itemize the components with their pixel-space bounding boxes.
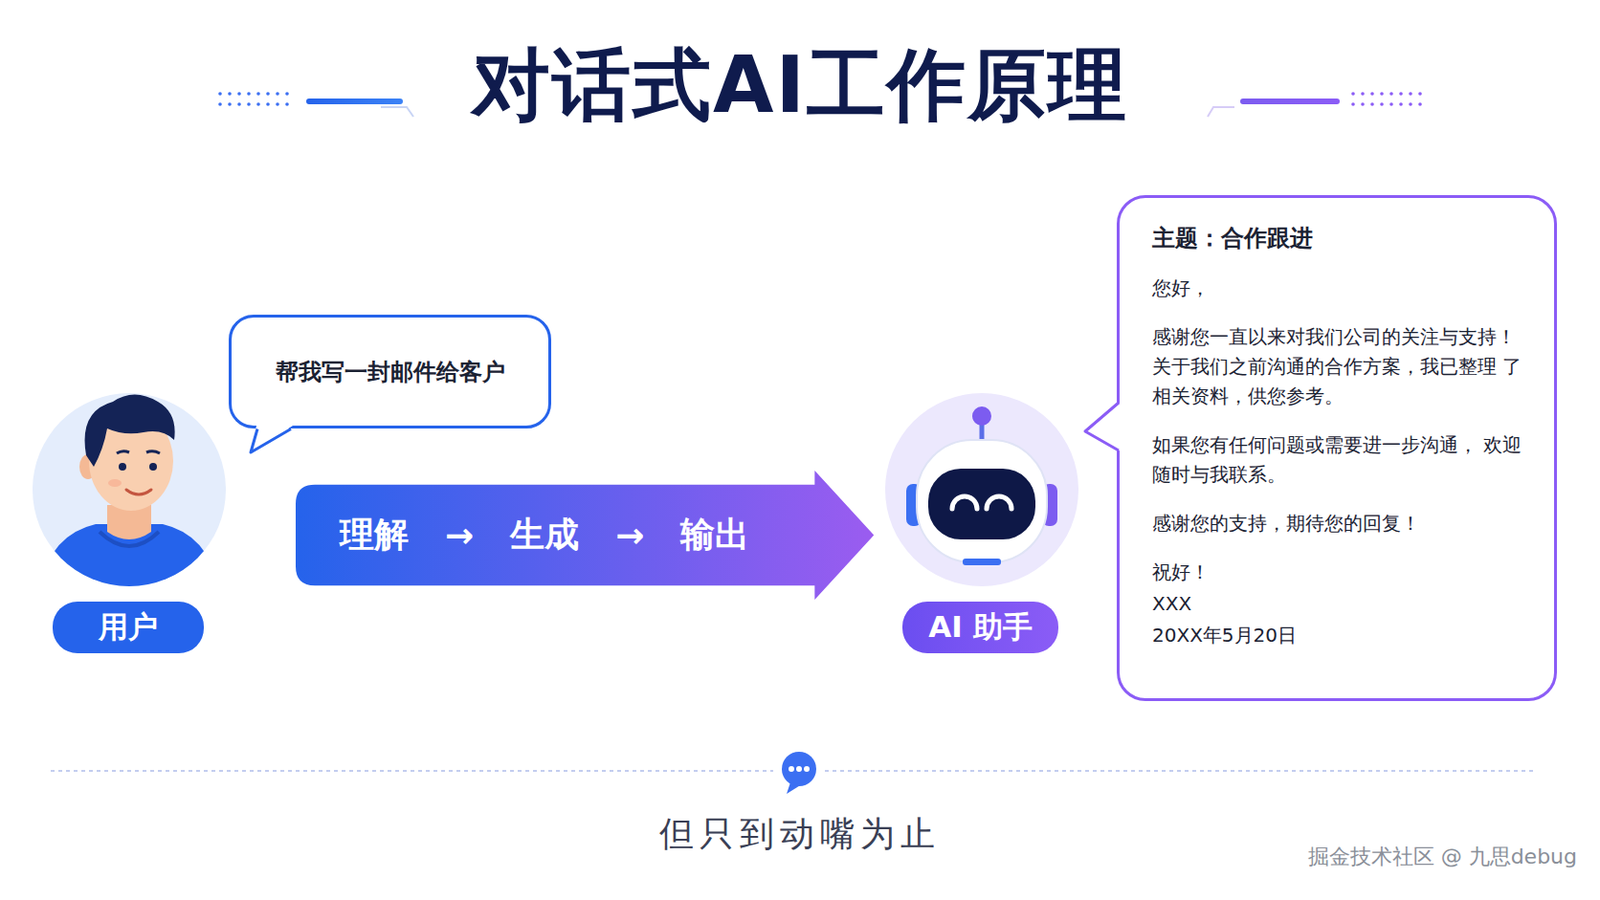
drawing-part (1351, 102, 1356, 107)
node-text: 理解 (339, 511, 409, 559)
node-text: 如果您有任何问题或需要进一步沟通， 欢迎随时与我联系。 (1152, 430, 1526, 490)
drawing-part (1399, 102, 1403, 107)
drawing-part (237, 102, 242, 107)
drawing-part (1370, 91, 1375, 96)
drawing-part (1360, 91, 1365, 96)
drawing-part (1360, 102, 1365, 107)
title-rule-tail (1207, 107, 1235, 117)
drawing-part (928, 468, 1036, 540)
step-arrow: → (615, 515, 645, 556)
process-arrow: 理解 → 生成 → 输出 (295, 470, 874, 600)
drawing-part (256, 91, 261, 96)
drawing-part (803, 766, 810, 773)
drawing-part (788, 766, 795, 773)
title-rule (1240, 98, 1340, 105)
drawing-part (1085, 400, 1123, 453)
drawing-part (781, 752, 817, 787)
drawing-part (275, 102, 280, 107)
drawing-part (916, 440, 1047, 563)
drawing-part (1389, 91, 1394, 96)
drawing-part (218, 91, 223, 96)
drawing-part (85, 395, 176, 468)
drawing-part (1085, 402, 1119, 451)
node-text: XXX (1152, 589, 1526, 620)
drawing-part (266, 102, 270, 107)
drawing-part (237, 91, 242, 96)
drawing-part (1370, 102, 1375, 107)
drawing-part (952, 496, 978, 510)
role-pill: 用户 (52, 601, 204, 654)
drawing-part (796, 766, 802, 773)
drawing-part (1418, 91, 1423, 96)
divider (824, 770, 1535, 773)
node-text: 帮我写一封邮件给客户 (275, 356, 506, 388)
bubble-tail (1083, 400, 1126, 459)
title: 对话式AI工作原理 (0, 42, 1600, 129)
drawing-part (250, 429, 291, 454)
drawing-part (1408, 102, 1413, 107)
drawing-part (1408, 91, 1413, 96)
drawing-part (146, 451, 160, 454)
drawing-part (1379, 102, 1384, 107)
drawing-part (972, 406, 992, 426)
drawing-part (1399, 91, 1403, 96)
bubble-tail (246, 425, 305, 457)
drawing-part (962, 558, 1001, 566)
node-text: 感谢您一直以来对我们公司的关注与支持！ 关于我们之前沟通的合作方案，我已整理 了… (1152, 322, 1526, 412)
drawing-part (1351, 91, 1356, 96)
user-figure (38, 395, 221, 600)
drawing-part (285, 102, 289, 107)
email-bubble: 主题：合作跟进您好， 感谢您一直以来对我们公司的关注与支持！ 关于我们之前沟通的合… (1116, 195, 1557, 702)
drawing-part (227, 102, 232, 107)
drawing-part (250, 425, 293, 453)
step-arrow: → (444, 515, 474, 556)
title-rule (306, 98, 403, 105)
node-text: 您好， (1152, 273, 1526, 304)
node-text: AI 助手 (928, 607, 1032, 648)
drawing-part (149, 463, 157, 471)
drawing-part (1418, 102, 1423, 107)
drawing-part (116, 451, 130, 454)
node-text: 输出 (680, 511, 750, 559)
node-text: 感谢您的支持，期待您的回复！ (1152, 509, 1526, 539)
title-rule-tail (380, 107, 414, 117)
drawing-part (218, 102, 223, 107)
node-text: 主题：合作跟进 (1152, 221, 1526, 257)
drawing-part (256, 102, 261, 107)
watermark: 掘金技术社区 @ 九思debug (1308, 844, 1578, 870)
node-text: 祝好！ (1152, 557, 1526, 588)
title-dots (218, 91, 289, 107)
node-text: 用户 (98, 607, 158, 648)
robot-figure (906, 406, 1058, 566)
drawing-part (786, 782, 802, 795)
drawing-part (1389, 102, 1394, 107)
drawing-part (285, 91, 289, 96)
drawing-part (99, 532, 159, 547)
drawing-part (126, 489, 152, 495)
drawing-part (266, 91, 270, 96)
chat-icon (781, 752, 817, 795)
drawing-part (986, 496, 1012, 510)
drawing-part (246, 102, 251, 107)
drawing-part (1379, 91, 1384, 96)
node-text: 生成 (510, 511, 579, 559)
drawing-part (295, 470, 874, 600)
drawing-part (118, 463, 127, 471)
robot-circle (885, 393, 1079, 587)
drawing-part (227, 91, 232, 96)
node-text: 20XX年5月20日 (1152, 621, 1526, 651)
drawing-part (275, 91, 280, 96)
role-pill: AI 助手 (902, 601, 1059, 654)
drawing-part (108, 479, 122, 488)
title-dots (1351, 91, 1423, 107)
speech-bubble: 帮我写一封邮件给客户 (228, 314, 552, 429)
drawing-part (246, 91, 251, 96)
divider (50, 770, 774, 773)
